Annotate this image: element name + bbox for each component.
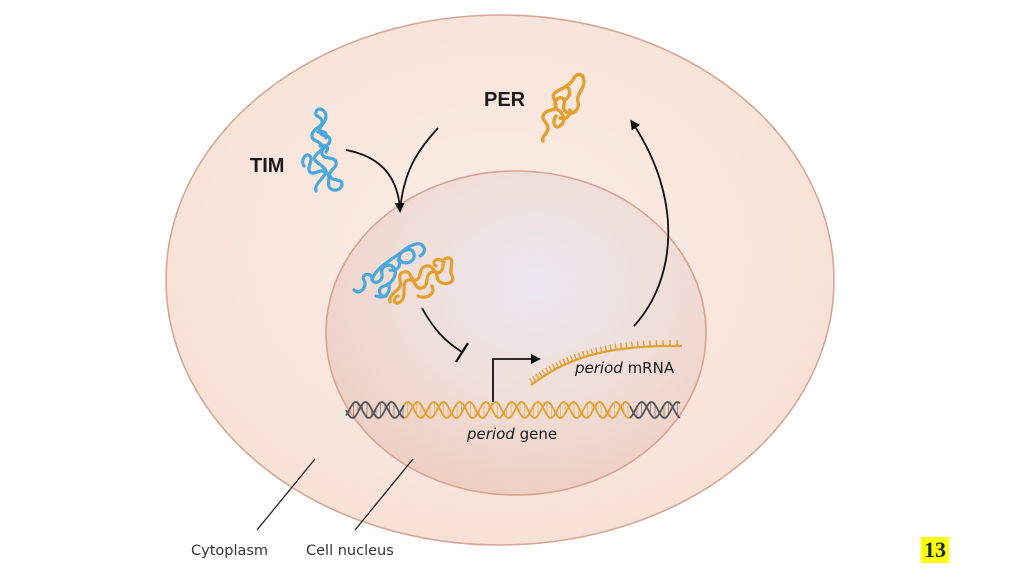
- mrna-base: [581, 351, 586, 358]
- mrna-label-suffix: mRNA: [623, 359, 675, 377]
- nucleus-leader-line: [354, 458, 414, 531]
- mrna-base: [569, 355, 574, 362]
- mrna-base: [555, 361, 560, 368]
- nucleus-label: Cell nucleus: [306, 543, 394, 559]
- mrna-base: [558, 360, 563, 367]
- mrna-base: [595, 347, 598, 354]
- slide-number: 13: [921, 537, 949, 563]
- mrna-base: [636, 341, 639, 348]
- mrna-base: [545, 367, 550, 374]
- mrna-base: [590, 348, 594, 355]
- mrna-base: [599, 346, 603, 353]
- mrna-base: [614, 343, 617, 350]
- period-gene-dna: [345, 401, 681, 419]
- mrna-base: [625, 342, 628, 349]
- per-protein-icon: [540, 72, 586, 143]
- mrna-base: [548, 365, 553, 372]
- gene-label-suffix: gene: [515, 425, 557, 443]
- mrna-base: [541, 369, 547, 376]
- per-label: PER: [484, 89, 526, 111]
- mrna-base: [573, 353, 578, 360]
- tim-label: TIM: [250, 155, 284, 177]
- mrna-base: [535, 373, 540, 380]
- per-tim-complex-icon: [352, 242, 455, 305]
- cytoplasm-leader-line: [256, 458, 316, 531]
- cell-nucleus: [325, 170, 707, 496]
- cytoplasm-label: Cytoplasm: [191, 543, 268, 559]
- dna-strand: [345, 401, 405, 419]
- transcription-arrow: [492, 354, 541, 402]
- mrna-label: period mRNA: [574, 359, 675, 377]
- mrna-base: [538, 371, 543, 378]
- mrna-base: [532, 376, 537, 382]
- gene-label: period gene: [466, 425, 557, 443]
- mrna-base: [604, 345, 608, 352]
- translation-arrow: [630, 119, 670, 327]
- per-entry-arrow: [399, 127, 439, 211]
- gene-label-italic: period: [466, 425, 515, 443]
- mrna-base: [551, 363, 556, 370]
- mrna-base: [577, 352, 582, 359]
- inhibition-bar: [455, 342, 469, 363]
- mrna-base: [609, 344, 612, 351]
- mrna-base: [566, 356, 570, 363]
- inhibition-arrow: [421, 307, 463, 353]
- mrna-base: [528, 378, 534, 384]
- mrna-base: [619, 343, 623, 350]
- mrna-base: [586, 349, 590, 356]
- tim-entry-arrow: [345, 149, 405, 213]
- period-mrna-strand: [528, 339, 682, 386]
- mrna-base: [631, 341, 633, 348]
- tim-protein-icon: [301, 107, 344, 193]
- mrna-label-italic: period: [574, 359, 623, 377]
- mrna-base: [562, 358, 567, 365]
